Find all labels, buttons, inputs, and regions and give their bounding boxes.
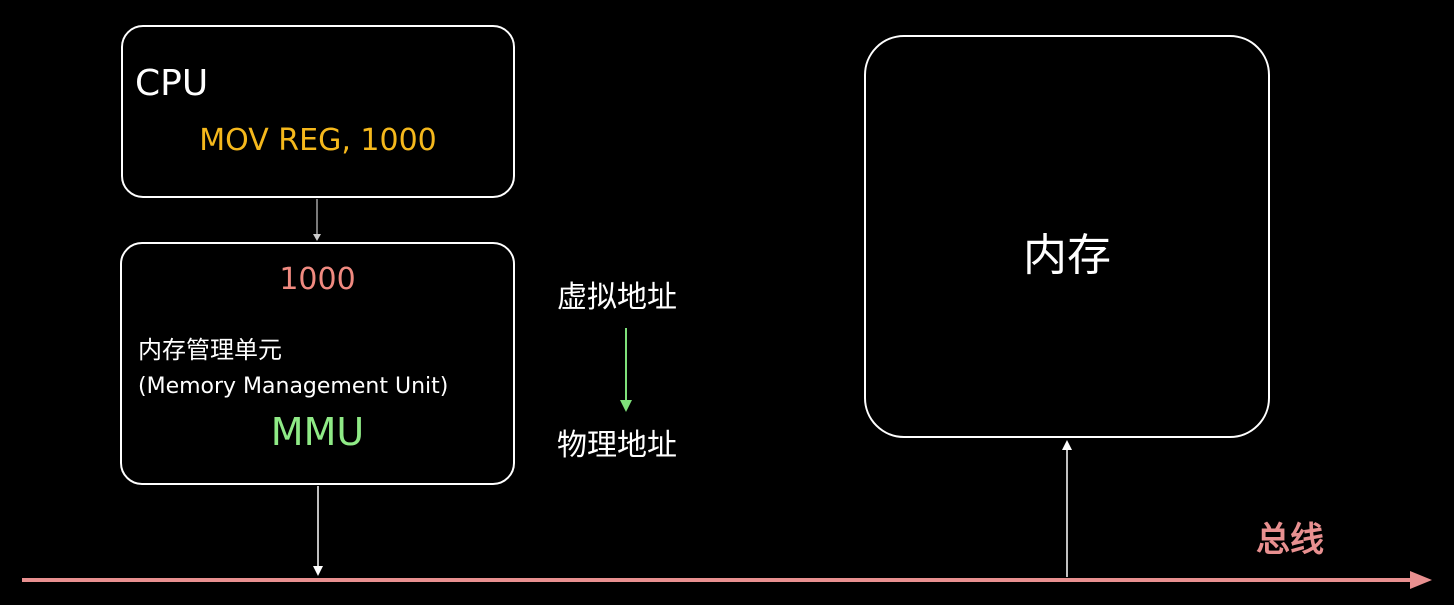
mmu-to-bus-arrow	[313, 486, 323, 576]
cpu-instruction: MOV REG, 1000	[199, 123, 437, 158]
mmu-address-value: 1000	[279, 262, 356, 297]
bus-line	[22, 571, 1432, 589]
mmu-name-chinese: 内存管理单元	[138, 336, 282, 364]
bus-label: 总线	[1256, 520, 1324, 560]
memory-box: 内存	[864, 35, 1270, 438]
mmu-abbreviation: MMU	[270, 410, 365, 454]
cpu-to-mmu-arrow	[313, 199, 321, 241]
cpu-title: CPU	[135, 63, 209, 104]
mmu-name-english: (Memory Management Unit)	[138, 374, 449, 399]
cpu-box: CPU MOV REG, 1000	[121, 25, 515, 198]
virtual-address-label: 虚拟地址	[557, 280, 677, 315]
bus-to-memory-arrow	[1062, 440, 1072, 577]
translation-arrow	[620, 328, 632, 412]
memory-label: 内存	[1023, 230, 1111, 281]
physical-address-label: 物理地址	[557, 428, 677, 463]
mmu-box: 1000 内存管理单元 (Memory Management Unit) MMU	[120, 242, 515, 485]
